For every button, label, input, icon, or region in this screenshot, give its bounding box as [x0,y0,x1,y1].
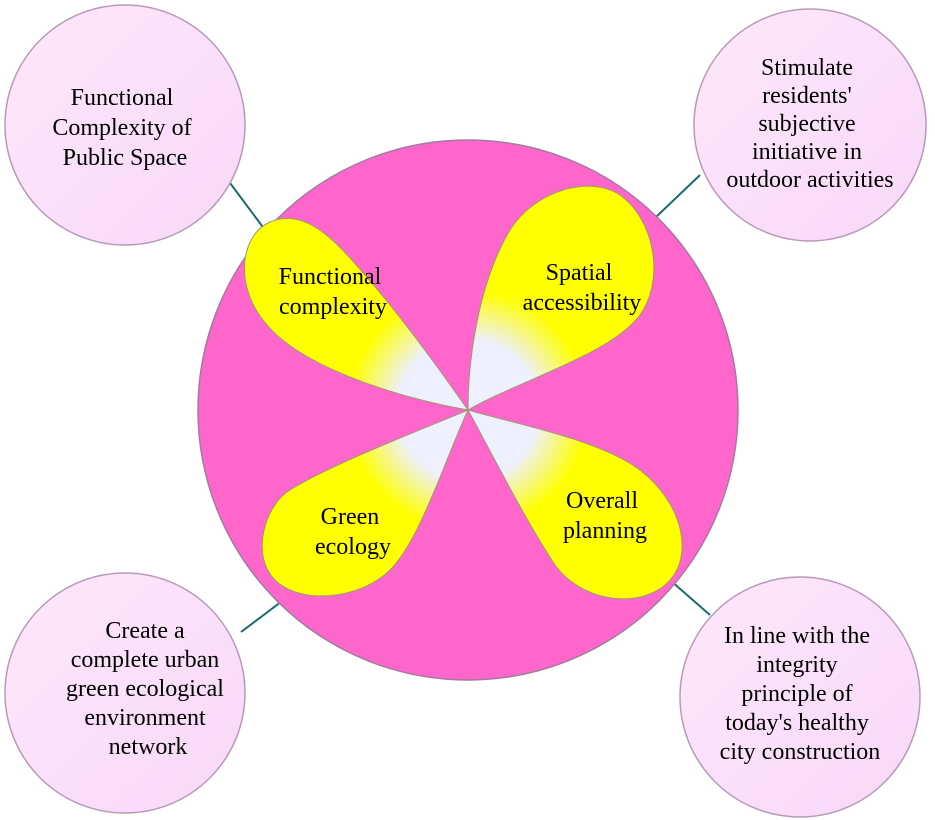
petal-green-ecology [261,409,469,597]
outer-label-public-space: Functional Complexity of Public Space [52,85,197,171]
outer-label-urban-green-network: Create a complete urban green ecological… [66,618,230,760]
outer-label-healthy-city: In line with the integrity principle of … [720,623,881,765]
outer-circle-public-space [4,4,246,246]
outer-circle-stimulate-residents [693,8,927,242]
petal-label-overall-planning: Overall planning [563,488,647,544]
petal-functional-complexity [244,217,470,411]
outer-circle-urban-green-network [4,572,246,814]
petal-label-functional-complexity: Functional complexity [279,264,388,320]
petal-overall-planning [466,409,683,600]
outer-circle-healthy-city [679,576,921,818]
outer-label-stimulate-residents: Stimulate residents' subjective initiati… [726,55,893,193]
petal-label-spatial-accessibility: Spatial accessibility [523,260,642,316]
petal-label-green-ecology: Green ecology [315,504,391,560]
petal-spatial-accessibility [467,185,655,411]
